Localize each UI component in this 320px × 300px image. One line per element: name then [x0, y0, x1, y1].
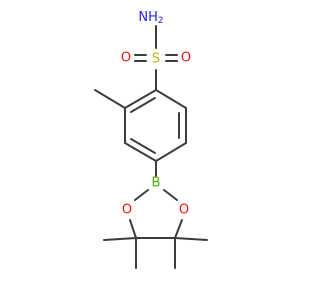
bond-o-right-c [174, 219, 183, 239]
atom-oxygen-sulfonyl-left: O [121, 51, 131, 66]
bond-o-left-c [129, 219, 137, 239]
atom-sulfur: S [152, 52, 160, 67]
bond-c1-c2 [124, 89, 157, 109]
bond-layer [94, 25, 208, 269]
atom-oxygen-ring-right: O [179, 203, 189, 218]
atom-label-layer: NH2 S O O B O O [121, 10, 191, 218]
bond-c4-c5 [155, 142, 187, 162]
atom-nh2: NH2 [138, 10, 163, 27]
atom-nh2-subscript: 2 [158, 16, 164, 26]
bond-c2-methyl [94, 89, 126, 109]
bond-inner-c1-c2 [130, 97, 156, 113]
bond-cl-methyl-left [103, 237, 137, 241]
bond-b-o-left [134, 189, 149, 201]
bond-b-o-right [163, 189, 178, 201]
bond-c6-c1 [155, 89, 187, 109]
atom-boron: B [152, 176, 161, 191]
bond-cr-methyl-right [174, 237, 208, 241]
structure-diagram: NH2 S O O B O O [94, 10, 208, 269]
atom-oxygen-sulfonyl-right: O [181, 51, 191, 66]
bond-inner-c3-c4 [130, 138, 156, 154]
bond-c3-c4 [124, 142, 157, 162]
atom-oxygen-ring-left: O [122, 203, 132, 218]
atom-nh2-symbol: NH [138, 10, 158, 25]
